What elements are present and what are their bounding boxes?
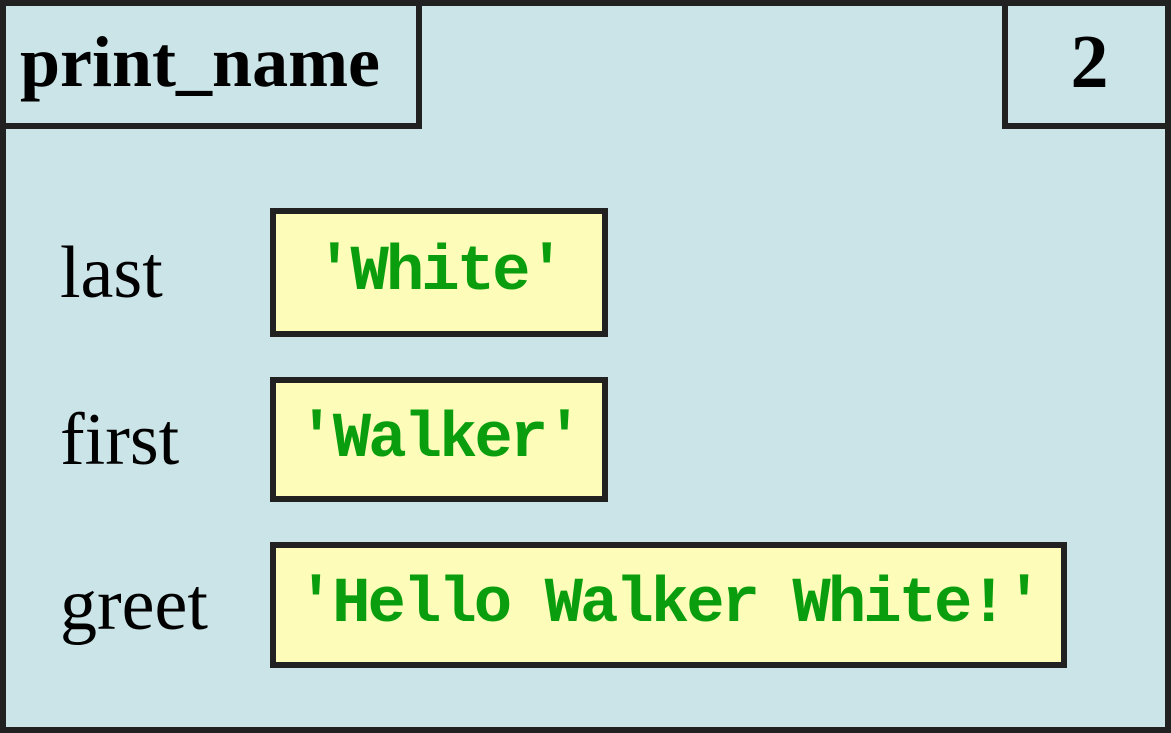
variable-name-label: greet <box>60 564 208 646</box>
function-name-label: print_name <box>20 21 380 102</box>
variable-value-box: 'White' <box>270 208 608 337</box>
variable-value-box: 'Hello Walker White!' <box>270 542 1067 668</box>
variable-row-greet: greet 'Hello Walker White!' <box>0 542 1171 668</box>
variable-value: 'Hello Walker White!' <box>296 569 1044 641</box>
variable-name-label: first <box>60 398 180 481</box>
variable-value: 'White' <box>315 236 566 309</box>
variable-name-label: last <box>60 231 163 314</box>
variable-value-box: 'Walker' <box>270 377 608 502</box>
variable-row-first: first 'Walker' <box>0 377 1171 502</box>
variable-row-last: last 'White' <box>0 208 1171 337</box>
program-counter-box: 2 <box>1002 0 1171 129</box>
function-name-tab: print_name <box>0 0 422 129</box>
variable-value: 'Walker' <box>297 403 583 476</box>
program-counter-value: 2 <box>1070 19 1109 104</box>
